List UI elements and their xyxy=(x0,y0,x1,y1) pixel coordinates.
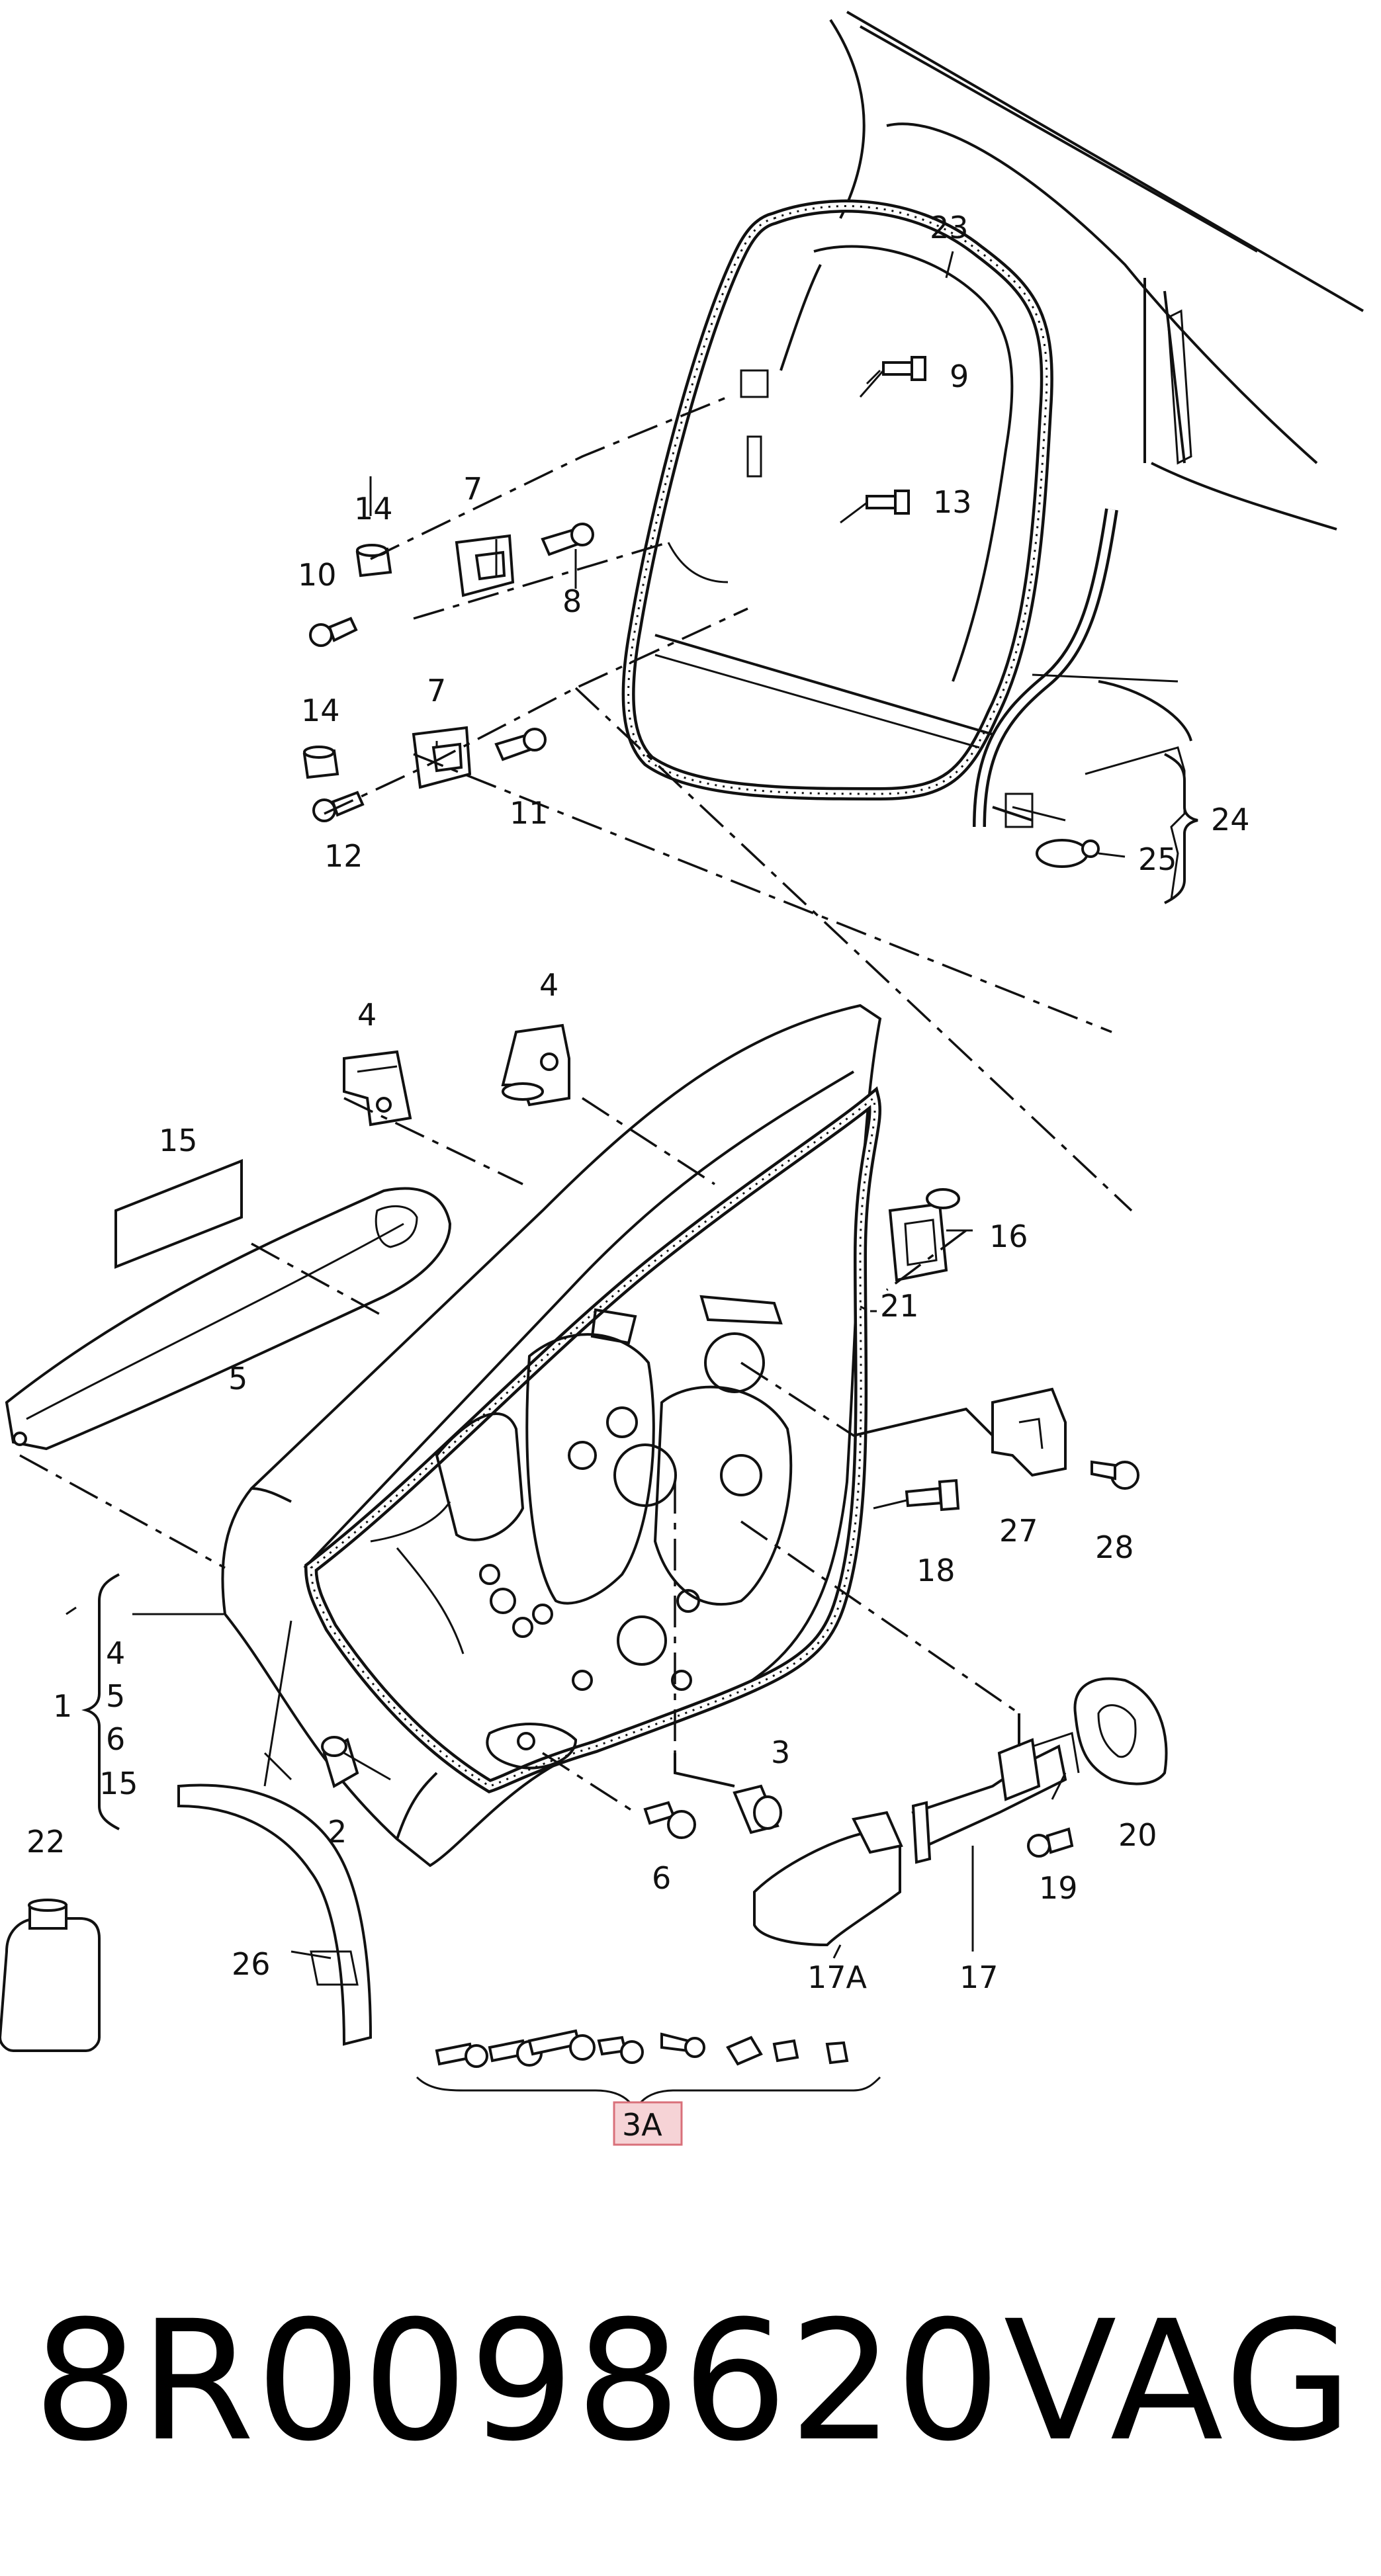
callout-19: 19 xyxy=(1039,1870,1078,1906)
callout-12: 12 xyxy=(324,838,363,874)
callout-17a: 17A xyxy=(807,1959,868,1995)
callout-3: 3 xyxy=(771,1735,790,1770)
door-check-strap-17 xyxy=(911,1732,1080,1864)
callout-14: 14 xyxy=(301,693,340,728)
callout-22: 22 xyxy=(26,1824,66,1860)
callout-10: 10 xyxy=(298,557,337,593)
car-body-outline xyxy=(829,11,1364,822)
highlight-box xyxy=(613,2101,683,2146)
callout-3a: 3A xyxy=(622,2107,662,2143)
callout-6: 6 xyxy=(652,1860,671,1896)
door-opening-seal-23 xyxy=(621,199,1053,801)
callout-21: 21 xyxy=(880,1288,919,1324)
label-sticker-15 xyxy=(114,1159,243,1269)
callout-5: 5 xyxy=(106,1678,125,1714)
callout-4: 4 xyxy=(357,997,377,1033)
hinge-lower-7 xyxy=(412,726,547,789)
bolt-9 xyxy=(859,356,926,398)
footer: 8R0098620 VAG xyxy=(26,2276,1357,2487)
adhesive-bottle-22 xyxy=(0,1899,101,2052)
brand-name: VAG xyxy=(1003,2285,1357,2477)
callout-9: 9 xyxy=(950,359,969,394)
bolt-18 xyxy=(873,1479,960,1512)
callout-25: 25 xyxy=(1138,841,1177,877)
callout-numbers: 23 9 13 14 7 10 8 14 7 11 12 24 25 4 4 1… xyxy=(26,210,1250,1995)
callout-26: 26 xyxy=(232,1946,271,1982)
callout-14: 14 xyxy=(354,491,393,527)
callout-27: 27 xyxy=(999,1513,1038,1549)
clip-4-left xyxy=(343,1050,412,1127)
stop-buffer-14-upper xyxy=(355,544,392,578)
callout-18: 18 xyxy=(916,1553,956,1588)
callout-13: 13 xyxy=(933,484,972,520)
arch-trim-26 xyxy=(177,1783,373,2046)
callout-4: 4 xyxy=(539,967,558,1003)
hinge-upper-7 xyxy=(455,523,594,597)
callout-28: 28 xyxy=(1095,1529,1134,1565)
clip-4-right xyxy=(501,1023,570,1107)
leader-lines xyxy=(19,251,1186,1959)
callout-6: 6 xyxy=(106,1721,125,1757)
callout-15: 15 xyxy=(99,1766,138,1801)
bolt-28 xyxy=(1091,1460,1139,1490)
buffer-3 xyxy=(733,1784,782,1834)
callout-16: 16 xyxy=(989,1219,1028,1254)
brace-group-1 xyxy=(81,1573,120,1830)
stop-buffer-14-lower xyxy=(302,746,339,779)
clip-25 xyxy=(1036,839,1126,868)
fastener-set-3a xyxy=(416,2029,881,2113)
highlight-callout-3a: 3A xyxy=(613,2101,683,2146)
callout-1: 1 xyxy=(53,1688,72,1724)
grommet-16 xyxy=(888,1188,960,1282)
bolt-10 xyxy=(309,617,358,647)
callout-11: 11 xyxy=(510,795,549,831)
callout-4: 4 xyxy=(106,1635,125,1671)
callout-5: 5 xyxy=(228,1361,247,1396)
wheel-arch-seal-24 xyxy=(973,508,1118,828)
brace-group-24 xyxy=(1164,753,1198,904)
callout-20: 20 xyxy=(1118,1817,1157,1853)
callout-2: 2 xyxy=(328,1814,347,1850)
callout-23: 23 xyxy=(930,210,969,245)
door-seal-21 xyxy=(304,1086,882,1793)
cover-20 xyxy=(1073,1677,1168,1785)
callout-15: 15 xyxy=(159,1123,198,1158)
callout-8: 8 xyxy=(562,583,582,619)
bolt-13 xyxy=(840,490,910,524)
reinforcement-strip-5 xyxy=(5,1187,452,1451)
callout-7: 7 xyxy=(463,471,482,507)
door-inner-panel xyxy=(370,1295,793,1770)
handle-cover-17a xyxy=(753,1811,903,1947)
part-number: 8R0098620 xyxy=(33,2285,1002,2477)
plug-2 xyxy=(321,1736,359,1788)
callout-24: 24 xyxy=(1211,802,1250,837)
bracket-27 xyxy=(991,1387,1067,1477)
callout-7: 7 xyxy=(427,673,446,708)
bolt-19 xyxy=(1027,1827,1074,1858)
bolt-6 xyxy=(643,1801,696,1839)
callout-17: 17 xyxy=(959,1959,999,1995)
